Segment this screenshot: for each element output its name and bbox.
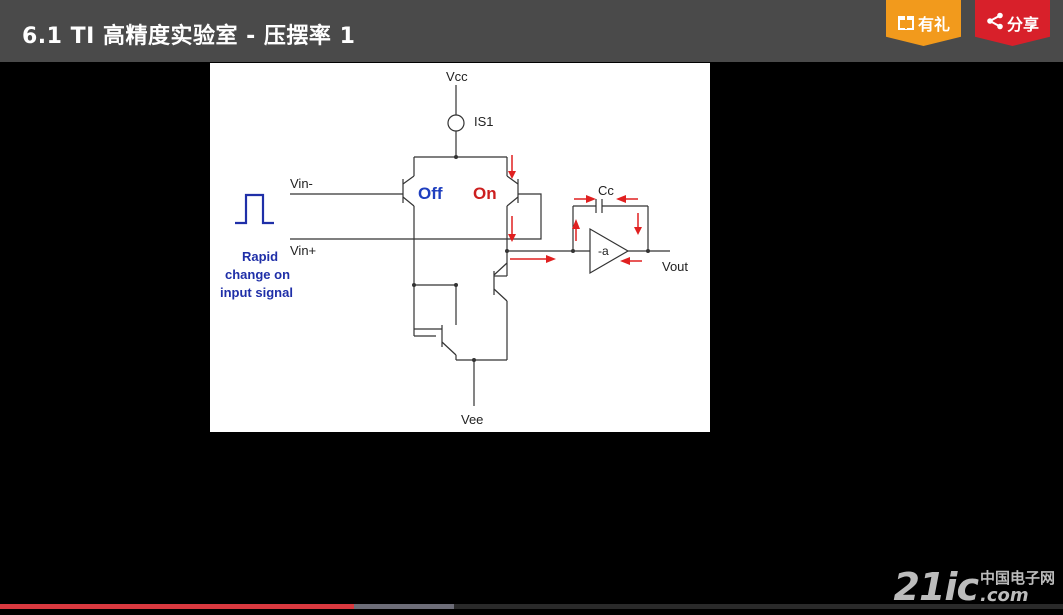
vout-label: Vout	[662, 259, 688, 274]
share-label: 分享	[1006, 15, 1039, 34]
share-icon	[986, 12, 1004, 34]
on-label: On	[473, 184, 497, 203]
title-bar: 6.1 TI 高精度实验室 - 压摆率 1 有礼 分享	[0, 0, 1063, 62]
vee-label: Vee	[461, 412, 483, 427]
gift-icon	[897, 12, 915, 34]
caption-line-3: input signal	[220, 285, 293, 300]
circuit-diagram: Vcc IS1 Vin- Vin+ Off On Cc -a Vout Vee …	[220, 69, 688, 427]
cc-label: Cc	[598, 183, 614, 198]
watermark-cn: 中国电子网	[979, 569, 1055, 587]
is1-label: IS1	[474, 114, 494, 129]
video-title: 6.1 TI 高精度实验室 - 压摆率 1	[22, 24, 356, 49]
site-watermark: 21ic 中国电子网 .com	[894, 568, 1055, 606]
caption-line-2: change on	[225, 267, 290, 282]
amp-label: -a	[598, 244, 609, 258]
caption-line-1: Rapid	[242, 249, 278, 264]
vcc-label: Vcc	[446, 69, 468, 84]
progress-played[interactable]	[0, 604, 354, 609]
gift-button[interactable]: 有礼	[886, 0, 961, 46]
video-progress-bar[interactable]	[0, 604, 1063, 609]
watermark-logo: 21ic	[893, 565, 979, 609]
share-button[interactable]: 分享	[975, 0, 1050, 46]
vin-plus-label: Vin+	[290, 243, 316, 258]
watermark-com: .com	[979, 585, 1029, 606]
off-label: Off	[418, 184, 443, 203]
video-frame-slide[interactable]: Vcc IS1 Vin- Vin+ Off On Cc -a Vout Vee …	[210, 63, 710, 432]
gift-label: 有礼	[917, 15, 950, 34]
vin-minus-label: Vin-	[290, 176, 313, 191]
